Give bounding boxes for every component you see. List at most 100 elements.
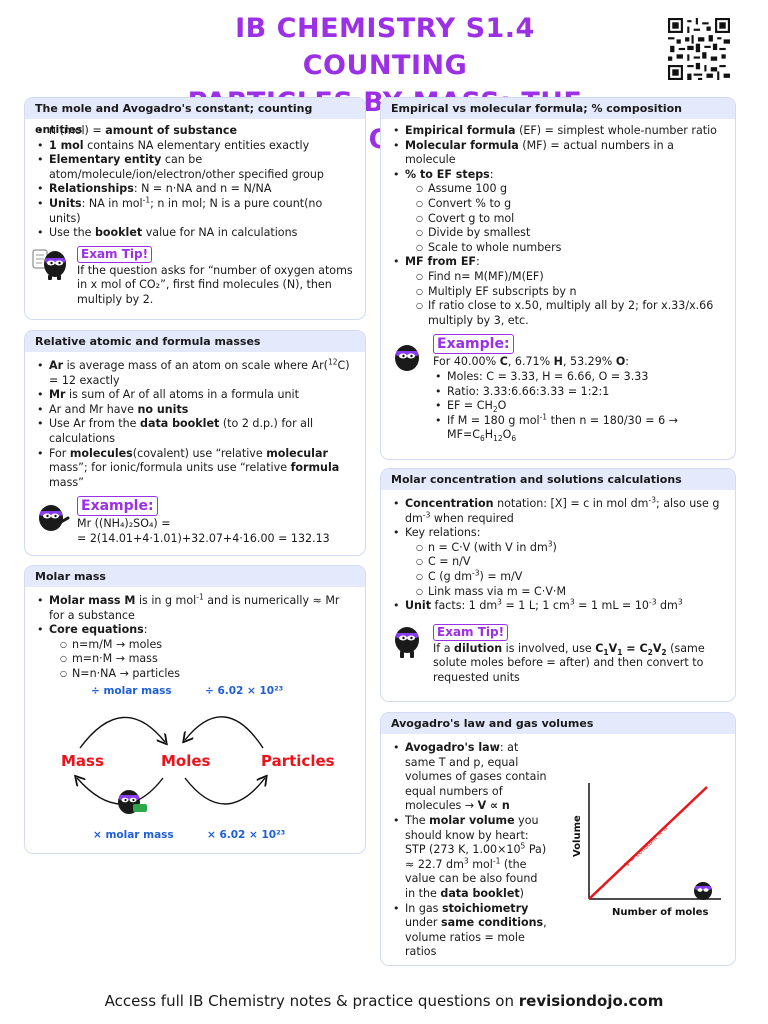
mole-card-body: n (mol) = amount of substance 1 mol cont… <box>25 119 365 312</box>
graph-xlabel: Number of moles <box>612 907 708 918</box>
list-item: Use Ar from the data booklet (to 2 d.p.)… <box>35 417 355 446</box>
core-equations-list: n=m/M → moles m=n·M → mass N=n·NA → part… <box>59 638 355 682</box>
list-item: Divide by smallest <box>415 226 725 241</box>
list-item: Empirical formula (EF) = simplest whole-… <box>391 124 725 139</box>
list-item: N=n·NA → particles <box>59 667 355 682</box>
exam-tip: Exam Tip! If the question asks for “numb… <box>32 245 355 308</box>
list-item: MF from EF: Find n= M(MF)/M(EF) Multiply… <box>391 255 725 328</box>
example-box: Example: For 40.00% C, 6.71% H, 53.29% O… <box>391 334 725 443</box>
empirical-list: Empirical formula (EF) = simplest whole-… <box>391 124 725 328</box>
gas-volumes-body: Avogadro's law: at same T and p, equal v… <box>381 734 561 964</box>
list-item: n (mol) = amount of substance <box>35 124 355 139</box>
empirical-formula-heading: Empirical vs molecular formula; % compos… <box>381 98 735 119</box>
concentration-heading: Molar concentration and solutions calcul… <box>381 469 735 490</box>
list-item: Molecular formula (MF) = actual numbers … <box>391 139 725 168</box>
ninja-mascot-icon <box>39 505 70 532</box>
footer-text: Access full IB Chemistry notes & practic… <box>104 992 519 1010</box>
exam-tip-text: If the question asks for “number of oxyg… <box>77 263 353 306</box>
exam-tip: Exam Tip! If a dilution is involved, use… <box>391 623 725 686</box>
empirical-formula-body: Empirical formula (EF) = simplest whole-… <box>381 119 735 447</box>
example-line-2: = 2(14.01+4·1.01)+32.07+4·16.00 = 132.13 <box>77 531 330 545</box>
list-item: In gas stoichiometry under same conditio… <box>391 902 551 960</box>
list-item: EF = CH2O <box>433 399 725 414</box>
gas-volumes-card: Avogadro's law and gas volumes Avogadro'… <box>380 712 736 966</box>
mole-list: n (mol) = amount of substance 1 mol cont… <box>35 124 355 241</box>
arrow-mass-to-moles <box>79 716 165 749</box>
molar-mass-body: Molar mass M is in g mol-1 and is numeri… <box>25 587 365 686</box>
molar-mass-list: Molar mass M is in g mol-1 and is numeri… <box>35 593 355 682</box>
ninja-mascot-icon <box>395 626 419 658</box>
list-item: C = n/V <box>415 555 725 570</box>
gas-volumes-list: Avogadro's law: at same T and p, equal v… <box>391 741 551 960</box>
relative-mass-list: Ar is average mass of an atom on scale w… <box>35 358 355 491</box>
ef-steps-list: Assume 100 g Convert % to g Covert g to … <box>415 182 725 255</box>
example-badge: Example: <box>77 496 158 517</box>
list-item: Ar is average mass of an atom on scale w… <box>35 358 355 388</box>
mul-molar-mass-label: × molar mass <box>93 829 174 841</box>
list-item: If M = 180 g mol-1 then n = 180/30 = 6 →… <box>433 413 725 443</box>
list-item: Assume 100 g <box>415 182 725 197</box>
mf-steps-list: Find n= M(MF)/M(EF) Multiply EF subscrip… <box>415 270 725 328</box>
list-item: Find n= M(MF)/M(EF) <box>415 270 725 285</box>
proportional-line <box>588 786 708 900</box>
qr-code-icon[interactable] <box>668 18 730 80</box>
molar-mass-card: Molar mass Molar mass M is in g mol-1 an… <box>24 565 366 854</box>
list-item: C (g dm-3) = m/V <box>415 569 725 585</box>
list-item: Convert % to g <box>415 197 725 212</box>
example-line-1: Mr ((NH₄)₂SO₄) = <box>77 517 171 531</box>
list-item: Link mass via m = C·V·M <box>415 585 725 600</box>
mole-card-heading: The mole and Avogadro's constant; counti… <box>25 98 365 136</box>
list-item: Multiply EF subscripts by n <box>415 285 725 300</box>
concentration-body: Concentration notation: [X] = c in mol d… <box>381 490 735 690</box>
div-avogadro-label: ÷ 6.02 × 10²³ <box>205 685 284 697</box>
relative-mass-card: Relative atomic and formula masses Ar is… <box>24 330 366 556</box>
list-item: Mr is sum of Ar of all atoms in a formul… <box>35 388 355 403</box>
empirical-formula-card: Empirical vs molecular formula; % compos… <box>380 97 736 460</box>
list-item: Units: NA in mol-1; n in mol; N is a pur… <box>35 196 355 226</box>
list-item: n=m/M → moles <box>59 638 355 653</box>
div-molar-mass-label: ÷ molar mass <box>91 685 172 697</box>
relative-mass-body: Ar is average mass of an atom on scale w… <box>25 352 365 551</box>
list-item: Key relations: n = C·V (with V in dm3) C… <box>391 526 725 599</box>
list-item: Avogadro's law: at same T and p, equal v… <box>391 741 551 814</box>
arrow-moles-to-particles <box>184 778 265 805</box>
mole-card: The mole and Avogadro's constant; counti… <box>24 97 366 320</box>
list-item: If ratio close to x.50, multiply all by … <box>415 299 725 328</box>
graph-line-label: V = constant × n <box>623 824 669 868</box>
concentration-list: Concentration notation: [X] = c in mol d… <box>391 496 725 614</box>
exam-tip-badge: Exam Tip! <box>77 245 153 263</box>
example-intro: For 40.00% C, 6.71% H, 53.29% O: <box>433 355 630 369</box>
list-item: Ar and Mr have no units <box>35 403 355 418</box>
list-item: Relationships: N = n·NA and n = N/NA <box>35 182 355 197</box>
list-item: n = C·V (with V in dm3) <box>415 540 725 556</box>
list-item: Ratio: 3.33:6.66:3.33 = 1:2:1 <box>433 385 725 400</box>
key-relations-list: n = C·V (with V in dm3) C = n/V C (g dm-… <box>415 540 725 600</box>
moles-label: Moles <box>161 752 211 770</box>
list-item: Unit facts: 1 dm3 = 1 L; 1 cm3 = 1 mL = … <box>391 598 725 614</box>
mass-label: Mass <box>61 752 104 770</box>
gas-volumes-heading: Avogadro's law and gas volumes <box>381 713 735 734</box>
list-item: Molar mass M is in g mol-1 and is numeri… <box>35 593 355 623</box>
molar-mass-heading: Molar mass <box>25 566 365 587</box>
list-item: Use the booklet value for NA in calculat… <box>35 226 355 241</box>
ninja-mascot-icon <box>395 345 419 372</box>
list-item: % to EF steps: Assume 100 g Convert % to… <box>391 168 725 256</box>
list-item: The molar volume you should know by hear… <box>391 814 551 902</box>
example-badge: Example: <box>433 334 514 355</box>
ninja-mascot-icon <box>32 249 66 280</box>
list-item: Concentration notation: [X] = c in mol d… <box>391 496 725 526</box>
concentration-card: Molar concentration and solutions calcul… <box>380 468 736 702</box>
ninja-mascot-icon <box>118 790 147 814</box>
footer-link[interactable]: revisiondojo.com <box>518 992 664 1010</box>
graph-ylabel: Volume <box>572 815 583 857</box>
list-item: Moles: C = 3.33, H = 6.66, O = 3.33 <box>433 370 725 385</box>
particles-label: Particles <box>261 752 335 770</box>
relative-mass-heading: Relative atomic and formula masses <box>25 331 365 352</box>
list-item: Covert g to mol <box>415 212 725 227</box>
list-item: For molecules(covalent) use “relative mo… <box>35 447 355 491</box>
list-item: Elementary entity can be atom/molecule/i… <box>35 153 355 182</box>
mass-moles-particles-diagram: ÷ molar mass ÷ 6.02 × 10²³ Mass Moles Pa… <box>61 685 335 841</box>
arrow-particles-to-moles <box>185 716 264 749</box>
list-item: Scale to whole numbers <box>415 241 725 256</box>
example-box: Example: Mr ((NH₄)₂SO₄) = = 2(14.01+4·1.… <box>35 496 355 546</box>
